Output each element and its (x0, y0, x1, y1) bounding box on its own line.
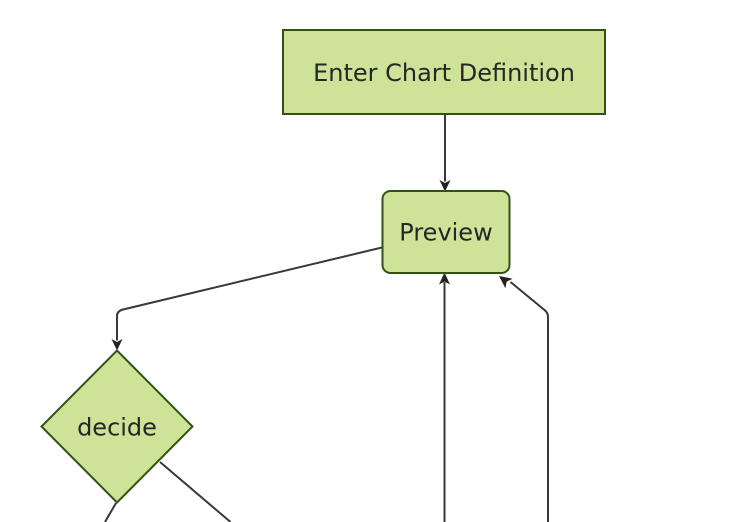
edge-decide-to-offscreen-bottom-right (159, 461, 232, 522)
edge-line (116, 246, 383, 341)
node-preview: Preview (381, 190, 511, 274)
edge-offscreen-bottom-right-to-preview (499, 276, 549, 522)
edge-line (509, 281, 549, 522)
arrowhead-up (439, 272, 450, 285)
node-enter-chart-definition: Enter Chart Definition (282, 29, 606, 115)
arrowhead-down (111, 339, 123, 351)
node-label: decide (77, 414, 157, 442)
edge-line (104, 502, 117, 522)
edge-decide-to-offscreen-bottom-left (104, 502, 117, 522)
rounded-rectangle-shape (381, 190, 511, 274)
node-label: Preview (399, 219, 492, 247)
rectangle-shape (282, 29, 606, 115)
edge-preview-to-decide (111, 246, 383, 351)
edge-line (159, 461, 232, 522)
edge-offscreen-bottom-to-preview (439, 272, 450, 522)
node-decide: decide (40, 349, 194, 504)
node-label: Enter Chart Definition (313, 59, 575, 87)
arrowhead-down (439, 180, 451, 192)
arrowhead-up-left (499, 276, 513, 289)
diamond-shape (40, 349, 194, 504)
edge-enter-chart-definition-to-preview (439, 114, 451, 192)
